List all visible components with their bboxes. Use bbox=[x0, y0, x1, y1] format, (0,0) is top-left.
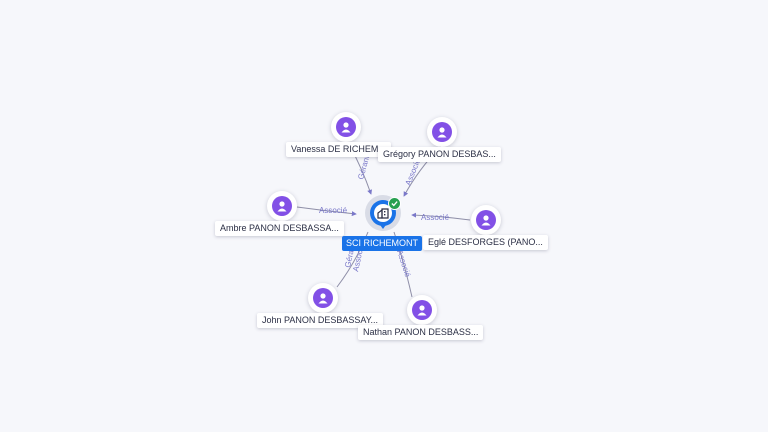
person-node-egle[interactable] bbox=[471, 205, 501, 235]
company-label[interactable]: SCI RICHEMONT bbox=[342, 236, 422, 251]
person-label-nathan[interactable]: Nathan PANON DESBASS... bbox=[358, 325, 484, 340]
status-badge bbox=[388, 197, 401, 210]
edge-ambre bbox=[296, 206, 357, 217]
company-node[interactable] bbox=[365, 195, 401, 231]
user-icon bbox=[417, 305, 427, 316]
person-node-vanessa[interactable] bbox=[331, 112, 361, 142]
edge-egle bbox=[411, 212, 471, 221]
person-label-ambre[interactable]: Ambre PANON DESBASSA... bbox=[215, 221, 344, 236]
person-label-egle[interactable]: Eglé DESFORGES (PANO... bbox=[423, 235, 548, 250]
person-node-nathan[interactable] bbox=[407, 295, 437, 325]
user-icon bbox=[481, 215, 491, 226]
edge-label-e3: Associé bbox=[319, 206, 348, 215]
person-node-ambre[interactable] bbox=[267, 191, 297, 221]
building-icon bbox=[377, 208, 389, 219]
person-label-gregory[interactable]: Grégory PANON DESBAS... bbox=[378, 147, 501, 162]
edge-label-e1: Gérant bbox=[356, 154, 371, 181]
person-label-john[interactable]: John PANON DESBASSAY... bbox=[257, 313, 384, 328]
user-icon bbox=[318, 293, 328, 304]
edge-label-e4: Associé bbox=[421, 213, 450, 222]
edge-label-e6: Associé bbox=[395, 249, 412, 279]
user-icon bbox=[277, 201, 287, 212]
user-icon bbox=[341, 122, 351, 133]
person-label-vanessa[interactable]: Vanessa DE RICHEM... bbox=[286, 142, 391, 157]
user-icon bbox=[437, 127, 447, 138]
person-node-john[interactable] bbox=[308, 283, 338, 313]
person-node-gregory[interactable] bbox=[427, 117, 457, 147]
check-icon bbox=[391, 201, 398, 207]
